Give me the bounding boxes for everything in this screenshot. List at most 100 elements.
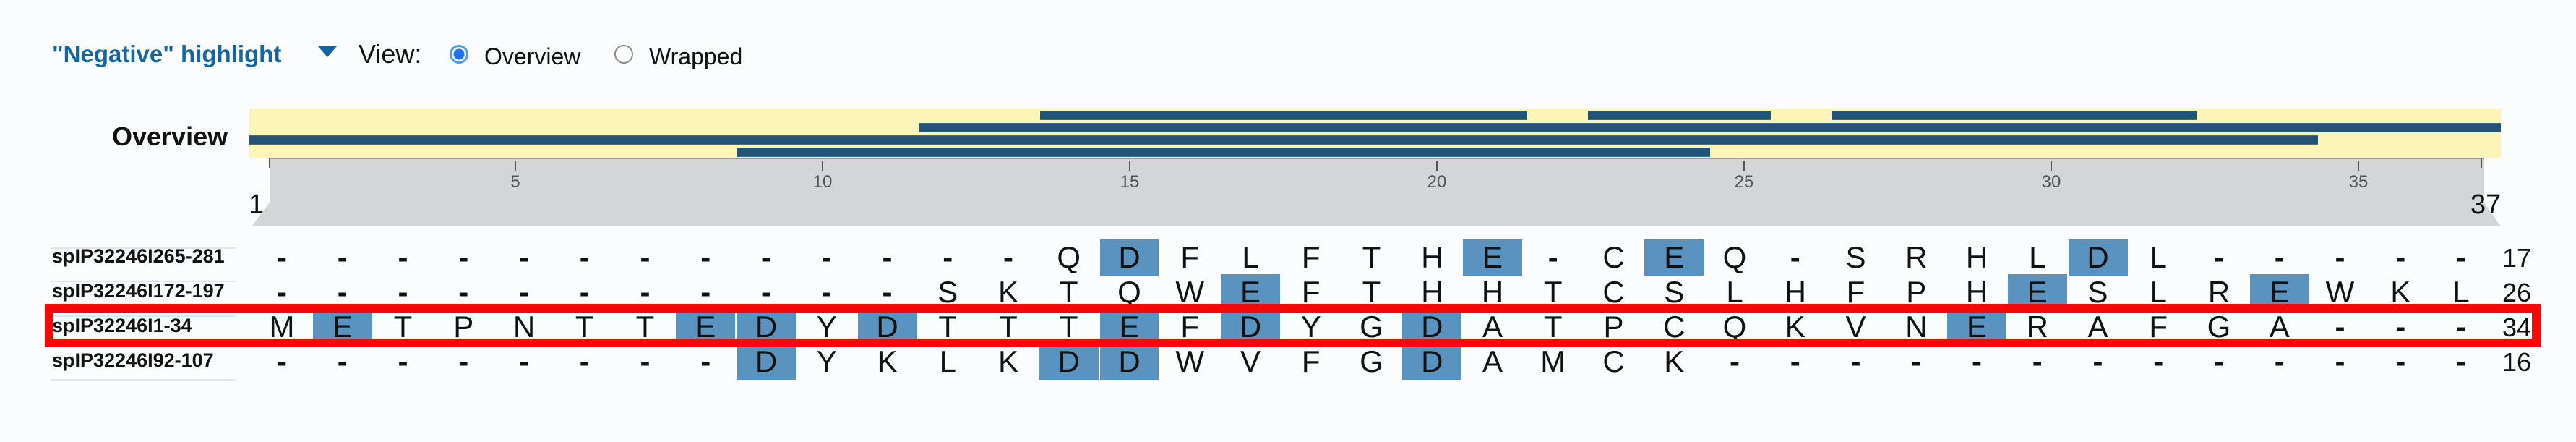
alignment-gap[interactable]: - <box>2335 344 2345 378</box>
residue[interactable]: H <box>1421 275 1443 309</box>
residue[interactable]: K <box>997 275 1018 309</box>
alignment-gap[interactable]: - <box>2456 310 2466 344</box>
residue[interactable]: L <box>2150 275 2167 309</box>
alignment-gap[interactable]: - <box>519 344 529 378</box>
residue[interactable]: D <box>1099 344 1159 380</box>
alignment-gap[interactable]: - <box>337 240 348 274</box>
alignment-gap[interactable]: - <box>640 275 651 309</box>
alignment-gap[interactable]: - <box>943 240 953 274</box>
alignment-gap[interactable]: - <box>2214 344 2224 378</box>
residue[interactable]: L <box>939 344 956 378</box>
residue[interactable]: K <box>2390 275 2411 309</box>
residue[interactable]: T <box>999 310 1018 344</box>
residue[interactable]: C <box>1663 310 1686 344</box>
residue[interactable]: T <box>938 310 958 344</box>
residue[interactable]: T <box>1059 275 1078 309</box>
alignment-gap[interactable]: - <box>579 275 590 309</box>
residue[interactable]: A <box>2269 310 2290 344</box>
alignment-gap[interactable]: - <box>2335 310 2345 344</box>
residue[interactable]: T <box>1362 240 1381 274</box>
sequence-label[interactable]: spIP32246I1-34 <box>52 315 192 336</box>
residue[interactable]: H <box>1784 275 1806 309</box>
residue[interactable]: S <box>937 275 958 309</box>
residue[interactable]: M <box>1540 344 1566 378</box>
alignment-gap[interactable]: - <box>1790 240 1800 274</box>
alignment-gap[interactable]: - <box>2092 344 2103 378</box>
residue[interactable]: L <box>2029 240 2046 274</box>
alignment-gap[interactable]: - <box>1547 240 1558 274</box>
residue[interactable]: Q <box>1722 310 1747 344</box>
residue[interactable]: F <box>1846 275 1866 309</box>
radio-overview[interactable] <box>450 45 468 64</box>
alignment-gap[interactable]: - <box>700 240 711 274</box>
alignment-gap[interactable]: - <box>2456 240 2466 274</box>
residue[interactable]: E <box>1463 239 1522 276</box>
residue[interactable]: D <box>2068 239 2128 276</box>
alignment-gap[interactable]: - <box>2395 344 2406 378</box>
alignment-gap[interactable]: - <box>2032 344 2043 378</box>
residue[interactable]: E <box>676 309 736 345</box>
residue[interactable]: H <box>1481 275 1504 309</box>
alignment-gap[interactable]: - <box>458 344 469 378</box>
radio-overview-label[interactable]: Overview <box>484 43 581 69</box>
alignment-gap[interactable]: - <box>337 344 348 378</box>
residue[interactable]: M <box>269 310 295 344</box>
residue[interactable]: Y <box>816 344 837 378</box>
residue[interactable]: A <box>1482 344 1503 378</box>
alignment-gap[interactable]: - <box>277 275 287 309</box>
residue[interactable]: L <box>1726 275 1743 309</box>
residue[interactable]: S <box>1664 275 1685 309</box>
residue[interactable]: K <box>1785 310 1806 344</box>
residue[interactable]: P <box>453 310 474 344</box>
alignment-gap[interactable]: - <box>640 240 651 274</box>
residue[interactable]: H <box>1965 240 1988 274</box>
residue[interactable]: Y <box>1300 310 1321 344</box>
residue[interactable]: L <box>2452 275 2470 309</box>
residue[interactable]: P <box>1603 310 1624 344</box>
alignment-gap[interactable]: - <box>398 240 408 274</box>
alignment-gap[interactable]: - <box>2274 344 2285 378</box>
residue[interactable]: R <box>2207 275 2231 309</box>
alignment-gap[interactable]: - <box>700 275 711 309</box>
alignment-gap[interactable]: - <box>1790 344 1800 378</box>
sequence-label[interactable]: spIP32246I172-197 <box>52 280 225 302</box>
alignment-gap[interactable]: - <box>1972 344 1982 378</box>
residue[interactable]: L <box>2150 240 2167 274</box>
residue[interactable]: N <box>512 310 536 344</box>
residue[interactable]: H <box>1965 275 1988 309</box>
residue[interactable]: C <box>1602 344 1625 378</box>
residue[interactable]: S <box>2087 275 2108 309</box>
residue[interactable]: R <box>2026 310 2048 344</box>
residue[interactable]: F <box>1301 275 1321 309</box>
residue[interactable]: F <box>1301 344 1321 378</box>
residue[interactable]: T <box>1362 275 1381 309</box>
alignment-gap[interactable]: - <box>761 275 771 309</box>
alignment-gap[interactable]: - <box>1730 344 1740 378</box>
residue[interactable]: W <box>2325 275 2355 309</box>
residue[interactable]: D <box>1402 344 1462 380</box>
alignment-gap[interactable]: - <box>821 275 832 309</box>
alignment-gap[interactable]: - <box>277 344 287 378</box>
residue[interactable]: D <box>1099 239 1159 276</box>
residue[interactable]: E <box>1644 239 1704 276</box>
residue[interactable]: A <box>1482 310 1503 344</box>
residue[interactable]: A <box>2087 310 2108 344</box>
residue[interactable]: T <box>1543 275 1563 309</box>
residue[interactable]: C <box>1602 240 1625 274</box>
sequence-label[interactable]: spIP32246I92-107 <box>52 349 214 371</box>
residue[interactable]: F <box>1180 240 1200 274</box>
alignment-gap[interactable]: - <box>398 344 408 378</box>
residue[interactable]: D <box>737 344 796 380</box>
residue[interactable]: T <box>1059 310 1078 344</box>
alignment-gap[interactable]: - <box>2335 240 2345 274</box>
residue[interactable]: N <box>1905 310 1928 344</box>
residue[interactable]: Q <box>1057 240 1081 274</box>
residue[interactable]: V <box>1845 310 1866 344</box>
alignment-gap[interactable]: - <box>821 240 832 274</box>
residue[interactable]: T <box>393 310 413 344</box>
residue[interactable]: Q <box>1722 240 1747 274</box>
alignment-gap[interactable]: - <box>700 344 711 378</box>
residue[interactable]: G <box>1360 344 1383 378</box>
alignment-gap[interactable]: - <box>337 275 348 309</box>
radio-wrapped[interactable] <box>614 45 633 64</box>
